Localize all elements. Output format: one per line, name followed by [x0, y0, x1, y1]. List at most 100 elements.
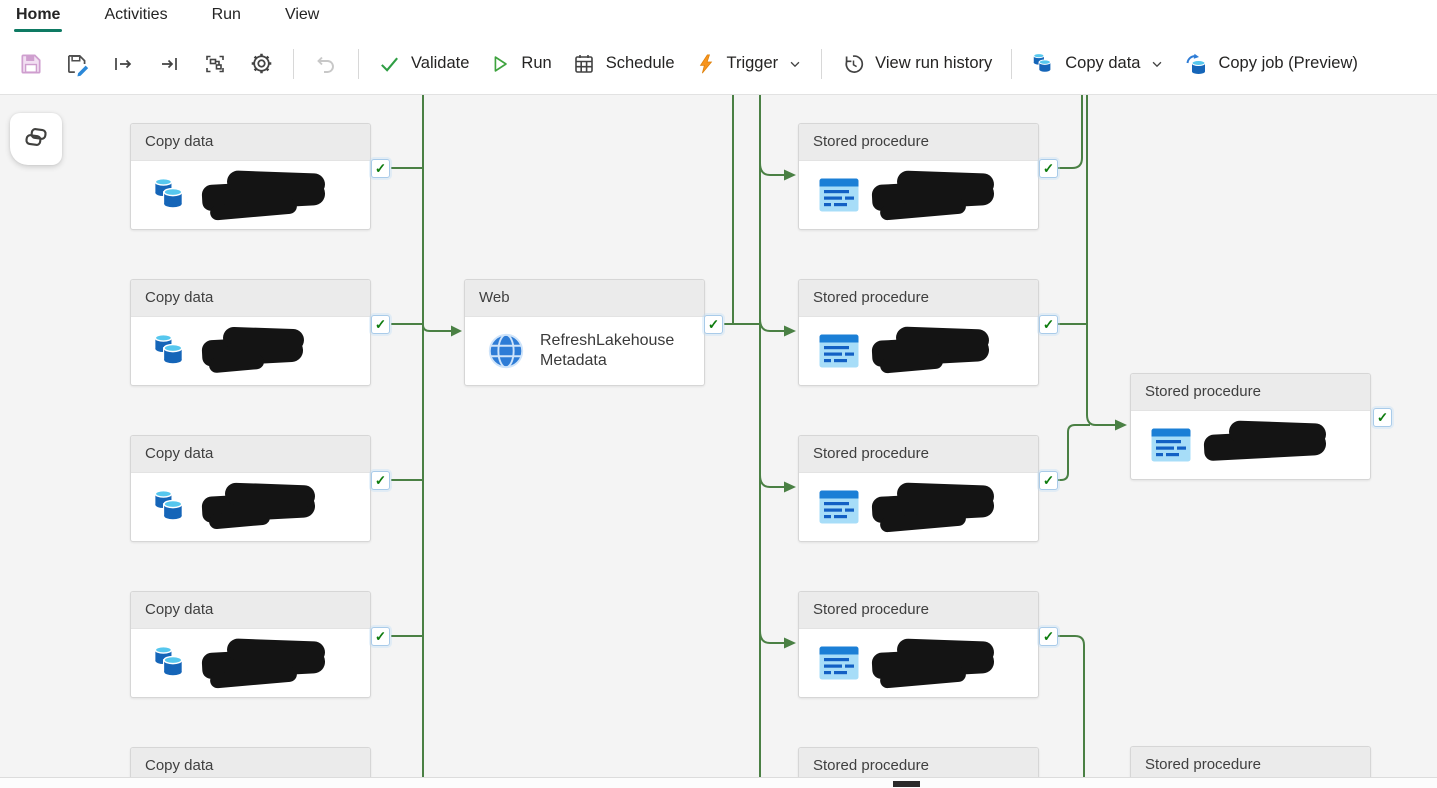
save-icon — [18, 51, 44, 77]
copy-job-icon — [1184, 52, 1208, 76]
arrow-to-bar-button[interactable] — [146, 42, 192, 86]
arrow-to-bar-icon — [157, 52, 181, 76]
view-run-history-button[interactable]: View run history — [831, 42, 1002, 86]
activity-node-copy-data-3[interactable]: Copy data — [130, 435, 371, 542]
activity-node-stored-procedure-5-partial[interactable]: Stored procedure — [798, 747, 1039, 777]
horizontal-scrollbar[interactable] — [0, 777, 1437, 788]
status-succeeded-badge: ✓ — [371, 315, 390, 334]
copy-data-icon — [151, 332, 189, 370]
redacted-activity-name — [1203, 420, 1360, 468]
status-succeeded-badge: ✓ — [371, 471, 390, 490]
settings-button[interactable] — [238, 42, 284, 86]
activity-name: RefreshLakehouse Metadata — [540, 331, 675, 369]
status-succeeded-badge: ✓ — [1039, 159, 1058, 178]
scrollbar-thumb[interactable] — [893, 781, 920, 787]
save-button[interactable] — [8, 42, 54, 86]
menu-tab-view[interactable]: View — [284, 6, 320, 23]
activity-node-web[interactable]: Web RefreshLakehouse Metadata — [464, 279, 705, 386]
activity-node-copy-data-5-partial[interactable]: Copy data — [130, 747, 371, 777]
trigger-bolt-icon — [695, 53, 717, 75]
activity-type-label: Stored procedure — [799, 124, 1038, 161]
activity-type-label: Stored procedure — [799, 280, 1038, 317]
redacted-activity-name — [871, 170, 1028, 221]
activity-node-stored-procedure-2[interactable]: Stored procedure — [798, 279, 1039, 386]
trigger-button[interactable]: Trigger — [685, 42, 813, 86]
settings-gear-icon — [249, 51, 274, 76]
copy-data-icon — [151, 644, 189, 682]
redacted-activity-name — [201, 482, 347, 530]
toolbar-divider — [821, 48, 823, 79]
pipeline-canvas[interactable]: Copy data Copy data Copy data Copy data … — [0, 95, 1437, 777]
menu-bar: Home Activities Run View — [0, 0, 1437, 33]
stored-procedure-icon — [819, 490, 859, 524]
run-label: Run — [521, 54, 552, 72]
copy-data-button[interactable]: Copy data — [1021, 42, 1174, 86]
validate-label: Validate — [411, 54, 470, 72]
redacted-activity-name — [201, 170, 360, 221]
web-globe-icon — [485, 330, 527, 372]
activity-node-stored-procedure-final[interactable]: Stored procedure — [1130, 373, 1371, 480]
save-as-button[interactable] — [54, 42, 100, 86]
toolbar-divider — [1011, 48, 1013, 79]
undo-icon — [314, 52, 338, 76]
run-play-icon — [489, 53, 511, 75]
stored-procedure-icon — [819, 178, 859, 212]
redacted-activity-name — [871, 326, 1022, 374]
copy-data-icon — [1031, 52, 1055, 76]
redacted-activity-name — [201, 638, 360, 689]
activity-type-label: Stored procedure — [1131, 747, 1370, 777]
status-succeeded-badge: ✓ — [704, 315, 723, 334]
redacted-activity-name — [871, 638, 1028, 689]
status-succeeded-badge: ✓ — [371, 159, 390, 178]
redacted-activity-name — [871, 482, 1028, 533]
copy-data-icon — [151, 488, 189, 526]
copy-data-label: Copy data — [1065, 54, 1141, 72]
activity-type-label: Stored procedure — [799, 436, 1038, 473]
activity-type-label: Stored procedure — [799, 592, 1038, 629]
chevron-down-icon — [788, 57, 802, 71]
view-run-history-label: View run history — [875, 54, 993, 72]
stored-procedure-icon — [1151, 428, 1191, 462]
activity-node-stored-procedure-6-partial[interactable]: Stored procedure — [1130, 746, 1371, 777]
menu-tab-home[interactable]: Home — [14, 2, 63, 33]
copy-data-icon — [151, 176, 189, 214]
auto-align-icon — [203, 52, 227, 76]
activity-node-stored-procedure-4[interactable]: Stored procedure — [798, 591, 1039, 698]
save-as-edit-icon — [64, 51, 90, 77]
activity-node-copy-data-4[interactable]: Copy data — [130, 591, 371, 698]
validate-button[interactable]: Validate — [368, 42, 479, 86]
menu-tab-activities[interactable]: Activities — [104, 6, 168, 23]
status-succeeded-badge: ✓ — [1373, 408, 1392, 427]
activity-node-copy-data-1[interactable]: Copy data — [130, 123, 371, 230]
copy-job-button[interactable]: Copy job (Preview) — [1174, 42, 1367, 86]
toolbar-divider — [293, 48, 294, 79]
copy-job-label: Copy job (Preview) — [1218, 54, 1358, 72]
activity-node-stored-procedure-1[interactable]: Stored procedure — [798, 123, 1039, 230]
stored-procedure-icon — [819, 334, 859, 368]
history-icon — [841, 52, 865, 76]
activity-type-label: Stored procedure — [1131, 374, 1370, 411]
status-succeeded-badge: ✓ — [371, 627, 390, 646]
activity-type-label: Copy data — [131, 124, 370, 161]
undo-button[interactable] — [303, 42, 349, 86]
bar-to-arrow-button[interactable] — [100, 42, 146, 86]
activity-type-label: Copy data — [131, 436, 370, 473]
copilot-button[interactable] — [10, 113, 62, 165]
activity-type-label: Copy data — [131, 280, 370, 317]
status-succeeded-badge: ✓ — [1039, 627, 1058, 646]
schedule-calendar-icon — [572, 52, 596, 76]
auto-align-button[interactable] — [192, 42, 238, 86]
menu-tab-run[interactable]: Run — [211, 6, 241, 23]
activity-node-stored-procedure-3[interactable]: Stored procedure — [798, 435, 1039, 542]
run-button[interactable]: Run — [479, 42, 561, 86]
schedule-button[interactable]: Schedule — [562, 42, 685, 86]
status-succeeded-badge: ✓ — [1039, 315, 1058, 334]
chevron-down-icon — [1150, 57, 1164, 71]
trigger-label: Trigger — [726, 54, 779, 72]
stored-procedure-icon — [819, 646, 859, 680]
activity-node-copy-data-2[interactable]: Copy data — [130, 279, 371, 386]
copilot-icon — [21, 122, 51, 157]
activity-type-label: Stored procedure — [799, 748, 1038, 777]
bar-to-arrow-icon — [111, 52, 135, 76]
activity-type-label: Web — [465, 280, 704, 317]
